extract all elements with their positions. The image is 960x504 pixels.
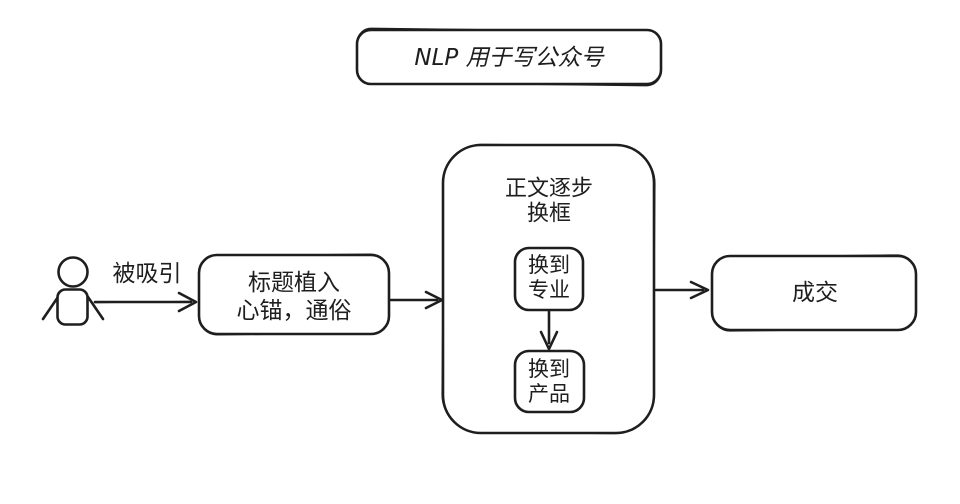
person-arm-right xyxy=(86,295,105,321)
switch-professional-line2: 专业 xyxy=(528,278,570,302)
node-switch-professional: 换到 专业 xyxy=(513,246,585,312)
node-headline: 标题植入 心锚，通俗 xyxy=(197,253,391,336)
edge-attracted: 被吸引 xyxy=(93,261,198,313)
node-title: NLP 用于写公众号 xyxy=(355,27,663,87)
switch-product-line2: 产品 xyxy=(528,382,570,406)
edge-headline-to-body xyxy=(389,290,444,310)
deal-box xyxy=(710,254,918,332)
edge-attracted-arrowhead-icon xyxy=(177,291,198,313)
deal-label: 成交 xyxy=(792,280,838,306)
edge-professional-to-product xyxy=(539,309,559,351)
headline-label-line2: 心锚，通俗 xyxy=(237,298,352,324)
edge-body-to-deal-arrowhead-icon xyxy=(689,280,710,300)
headline-box xyxy=(197,253,391,336)
switch-professional-line1: 换到 xyxy=(528,253,570,277)
title-label: NLP 用于写公众号 xyxy=(414,45,604,71)
title-box xyxy=(355,28,663,86)
node-switch-product: 换到 产品 xyxy=(513,349,586,414)
headline-label-line1: 标题植入 xyxy=(248,270,340,296)
person-head xyxy=(57,256,89,288)
person-body xyxy=(56,288,89,326)
edge-professional-to-product-arrowhead-icon xyxy=(539,330,559,351)
body-label-line1: 正文逐步 xyxy=(505,177,593,202)
switch-product-box xyxy=(513,349,586,414)
switch-product-line1: 换到 xyxy=(528,357,570,381)
edge-body-to-deal xyxy=(654,280,710,300)
node-deal: 成交 xyxy=(710,254,918,332)
body-label-line2: 换框 xyxy=(527,202,571,227)
edge-attracted-label: 被吸引 xyxy=(113,261,182,287)
person-icon xyxy=(41,256,105,326)
person-arm-left xyxy=(41,295,60,321)
